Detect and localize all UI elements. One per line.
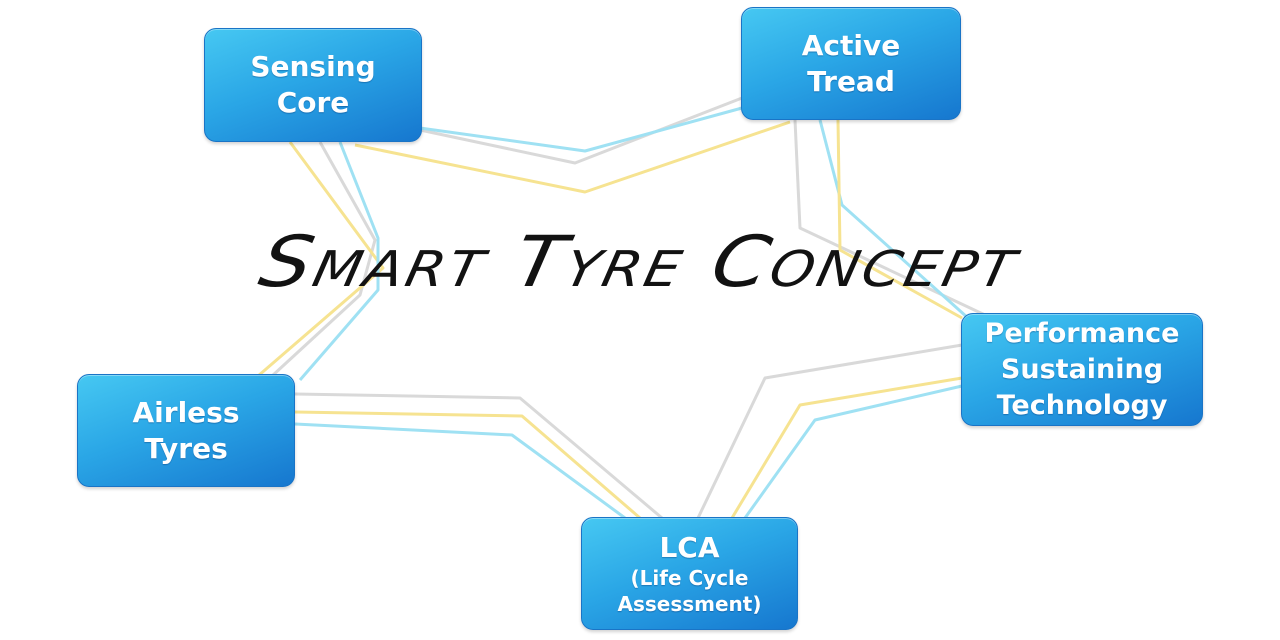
link-sensing-to-active-cyan: [419, 106, 743, 153]
node-lca-line2: (Life Cycle: [630, 565, 749, 590]
node-airless-tyres: Airless Tyres: [77, 374, 295, 487]
node-active-tread-line2: Tread: [807, 64, 895, 98]
node-sensing-core: Sensing Core: [204, 28, 422, 142]
node-sensing-core-line2: Core: [276, 86, 350, 119]
link-performance-to-lca-gray: [696, 343, 963, 519]
link-sensing-to-active: [354, 96, 791, 194]
link-performance-to-lca: [696, 343, 963, 519]
link-lca-to-airless-cyan: [294, 422, 626, 520]
node-lca-line3: Assessment): [617, 591, 762, 616]
link-airless-to-sensing: [257, 141, 385, 381]
link-lca-to-airless-yellow: [294, 410, 641, 520]
node-airless-line1: Airless: [132, 395, 240, 429]
link-active-to-performance-yellow: [836, 119, 963, 320]
link-airless-to-sensing-cyan: [298, 141, 380, 381]
node-performance-line1: Performance: [984, 317, 1180, 349]
link-performance-to-lca-cyan: [743, 384, 963, 519]
link-sensing-to-active-gray: [419, 96, 743, 165]
node-lca-line1: LCA: [659, 530, 720, 564]
link-lca-to-airless-gray: [294, 392, 663, 520]
link-sensing-to-active-yellow: [354, 120, 791, 194]
link-airless-to-sensing-gray: [270, 141, 377, 378]
node-sensing-core-line1: Sensing: [250, 50, 376, 83]
diagram-title: Smart Tyre Concept: [252, 220, 1028, 303]
node-active-tread: Active Tread: [741, 7, 961, 120]
link-performance-to-lca-yellow: [730, 376, 963, 519]
node-active-tread-line1: Active: [801, 28, 901, 62]
node-performance-sustaining-technology: Performance Sustaining Technology: [961, 313, 1203, 426]
node-airless-line2: Tyres: [144, 431, 228, 465]
link-active-to-performance-gray: [793, 119, 986, 317]
link-active-to-performance-cyan: [818, 119, 970, 320]
link-active-to-performance: [793, 119, 986, 320]
node-performance-line2: Sustaining: [1000, 353, 1164, 385]
link-airless-to-sensing-yellow: [257, 141, 385, 378]
node-lca: LCA (Life Cycle Assessment): [581, 517, 798, 630]
link-lca-to-airless: [294, 392, 663, 520]
node-performance-line3: Technology: [996, 389, 1168, 421]
